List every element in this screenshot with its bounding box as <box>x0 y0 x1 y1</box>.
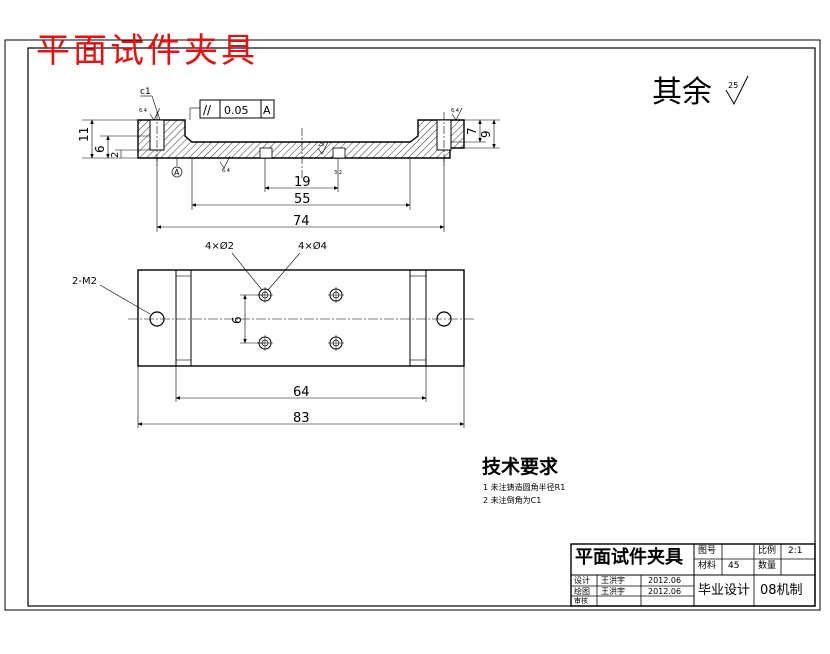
tech-requirements-title: 技术要求 <box>482 456 559 478</box>
inner-frame <box>27 47 816 607</box>
pin-hole <box>328 287 344 303</box>
dim-55: 55 <box>294 192 311 207</box>
drafting-label: 绘图 <box>574 587 590 596</box>
class-label: 08机制 <box>760 583 803 598</box>
dim-19: 19 <box>294 175 311 190</box>
tech-requirement-item: 2 未注倒角为C1 <box>483 496 542 505</box>
quantity-label: 数量 <box>758 561 777 571</box>
top-view <box>99 252 474 428</box>
design-date: 2012.06 <box>648 576 682 585</box>
front-section-body <box>137 119 465 159</box>
roughness-small: 3.2 <box>334 170 342 176</box>
title-block-name: 平面试件夹具 <box>575 547 683 568</box>
front-view <box>82 95 500 232</box>
outer-border <box>4 39 821 611</box>
dim-9: 9 <box>479 130 493 138</box>
dim-6-top: 6 <box>230 316 244 324</box>
dim-64: 64 <box>293 385 310 400</box>
title-block <box>570 543 816 607</box>
drawing-no-label: 图号 <box>698 546 717 556</box>
m2-hole-right <box>436 311 452 327</box>
tolerance-frame <box>199 99 275 119</box>
dim-6: 6 <box>93 145 107 153</box>
tolerance-symbol: // <box>203 103 212 117</box>
tech-requirement-item: 1 未注铸造圆角半径R1 <box>483 483 566 492</box>
drafter: 王洪宇 <box>601 587 625 596</box>
review-label: 审核 <box>574 597 588 605</box>
hole-label-4x2: 4×Ø2 <box>205 240 234 252</box>
material-value: 45 <box>728 561 740 571</box>
roughness-small: 25 <box>318 142 324 148</box>
dim-7: 7 <box>465 127 479 135</box>
drafting-date: 2012.06 <box>648 587 682 596</box>
roughness-small: 6.4 <box>451 108 459 114</box>
hole-label-4x4: 4×Ø4 <box>298 240 327 252</box>
hole-label-m2: 2-M2 <box>72 276 97 287</box>
surface-note: 其余 <box>652 75 712 110</box>
dim-11: 11 <box>77 127 91 142</box>
top-view-labels: 4×Ø2 4×Ø4 2-M2 6 64 83 <box>72 240 327 426</box>
roughness-small: 6.4 <box>139 108 147 114</box>
designer: 王洪宇 <box>601 576 625 585</box>
tolerance-value: 0.05 <box>224 104 249 117</box>
design-label: 设计 <box>574 576 590 585</box>
tolerance-datum: A <box>263 104 271 117</box>
dim-74: 74 <box>293 214 310 229</box>
overlay-title: 平面试件夹具 <box>36 31 258 71</box>
datum-circle <box>171 166 183 178</box>
roughness-value: 25 <box>728 81 738 90</box>
project-label: 毕业设计 <box>698 583 751 598</box>
datum-label: A <box>174 168 180 177</box>
front-view-labels: 11 6 2 9 7 19 55 74 c1 // 0.05 A A 6.4 6… <box>77 87 493 229</box>
material-label: 材料 <box>698 561 717 571</box>
scale-label: 比例 <box>758 546 777 556</box>
dim-83: 83 <box>293 411 310 426</box>
roughness-symbol <box>725 75 749 106</box>
roughness-small: 6.4 <box>222 168 230 174</box>
scale-value: 2:1 <box>788 546 803 556</box>
pin-hole <box>328 335 344 351</box>
top-view-outline <box>137 269 465 367</box>
chamfer-label: c1 <box>140 87 151 97</box>
m2-hole-left <box>149 311 165 327</box>
dim-2: 2 <box>110 152 121 158</box>
